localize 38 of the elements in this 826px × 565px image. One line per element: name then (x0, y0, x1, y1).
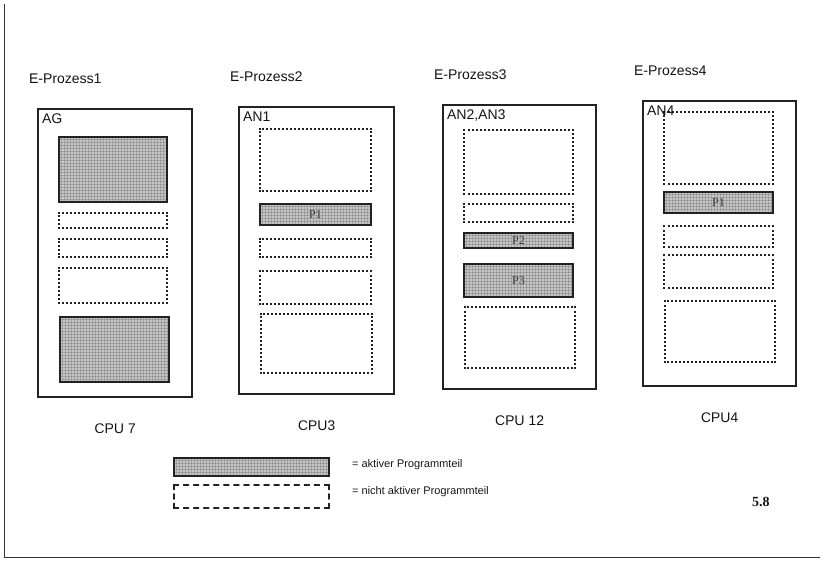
inactive-program-part (258, 128, 372, 192)
inactive-program-part (664, 300, 776, 364)
active-program-part (462, 232, 574, 249)
part-label: P3 (512, 272, 525, 288)
process-heading: E-Prozess1 (29, 70, 102, 86)
node-label: AN1 (243, 108, 270, 124)
process-heading: E-Prozess3 (434, 66, 506, 82)
legend-text: = nicht aktiver Programmteil (352, 485, 489, 497)
process-heading: E-Prozess2 (230, 68, 302, 84)
inactive-program-part (58, 238, 168, 258)
inactive-program-part (258, 238, 372, 258)
figure-number: 5.8 (752, 495, 770, 511)
node-label: AN2,AN3 (447, 106, 506, 122)
part-label: P2 (512, 232, 525, 248)
cpu-label: CPU3 (298, 417, 336, 433)
legend-text: = aktiver Programmteil (352, 458, 462, 470)
node-label: AG (42, 110, 62, 126)
node-label: AN4 (647, 102, 674, 118)
cpu-label: CPU4 (700, 409, 738, 425)
inactive-program-part (464, 306, 576, 370)
active-program-part (59, 316, 170, 383)
inactive-program-part (662, 254, 774, 289)
active-program-part (58, 136, 168, 203)
inactive-program-part (58, 266, 168, 304)
inactive-program-part (260, 313, 374, 374)
inactive-program-part (462, 203, 574, 224)
cpu-label: CPU 7 (94, 420, 136, 436)
active-program-part (462, 263, 574, 298)
inactive-program-part (662, 225, 774, 248)
part-label: P1 (309, 207, 322, 222)
active-program-part (662, 190, 774, 214)
process-heading: E-Prozess4 (634, 62, 706, 78)
part-label: P1 (712, 194, 725, 210)
cpu-label: CPU 12 (494, 412, 544, 428)
inactive-program-part (58, 212, 168, 229)
inactive-program-part (462, 128, 574, 195)
active-program-part (258, 203, 372, 226)
inactive-program-part (258, 270, 372, 304)
